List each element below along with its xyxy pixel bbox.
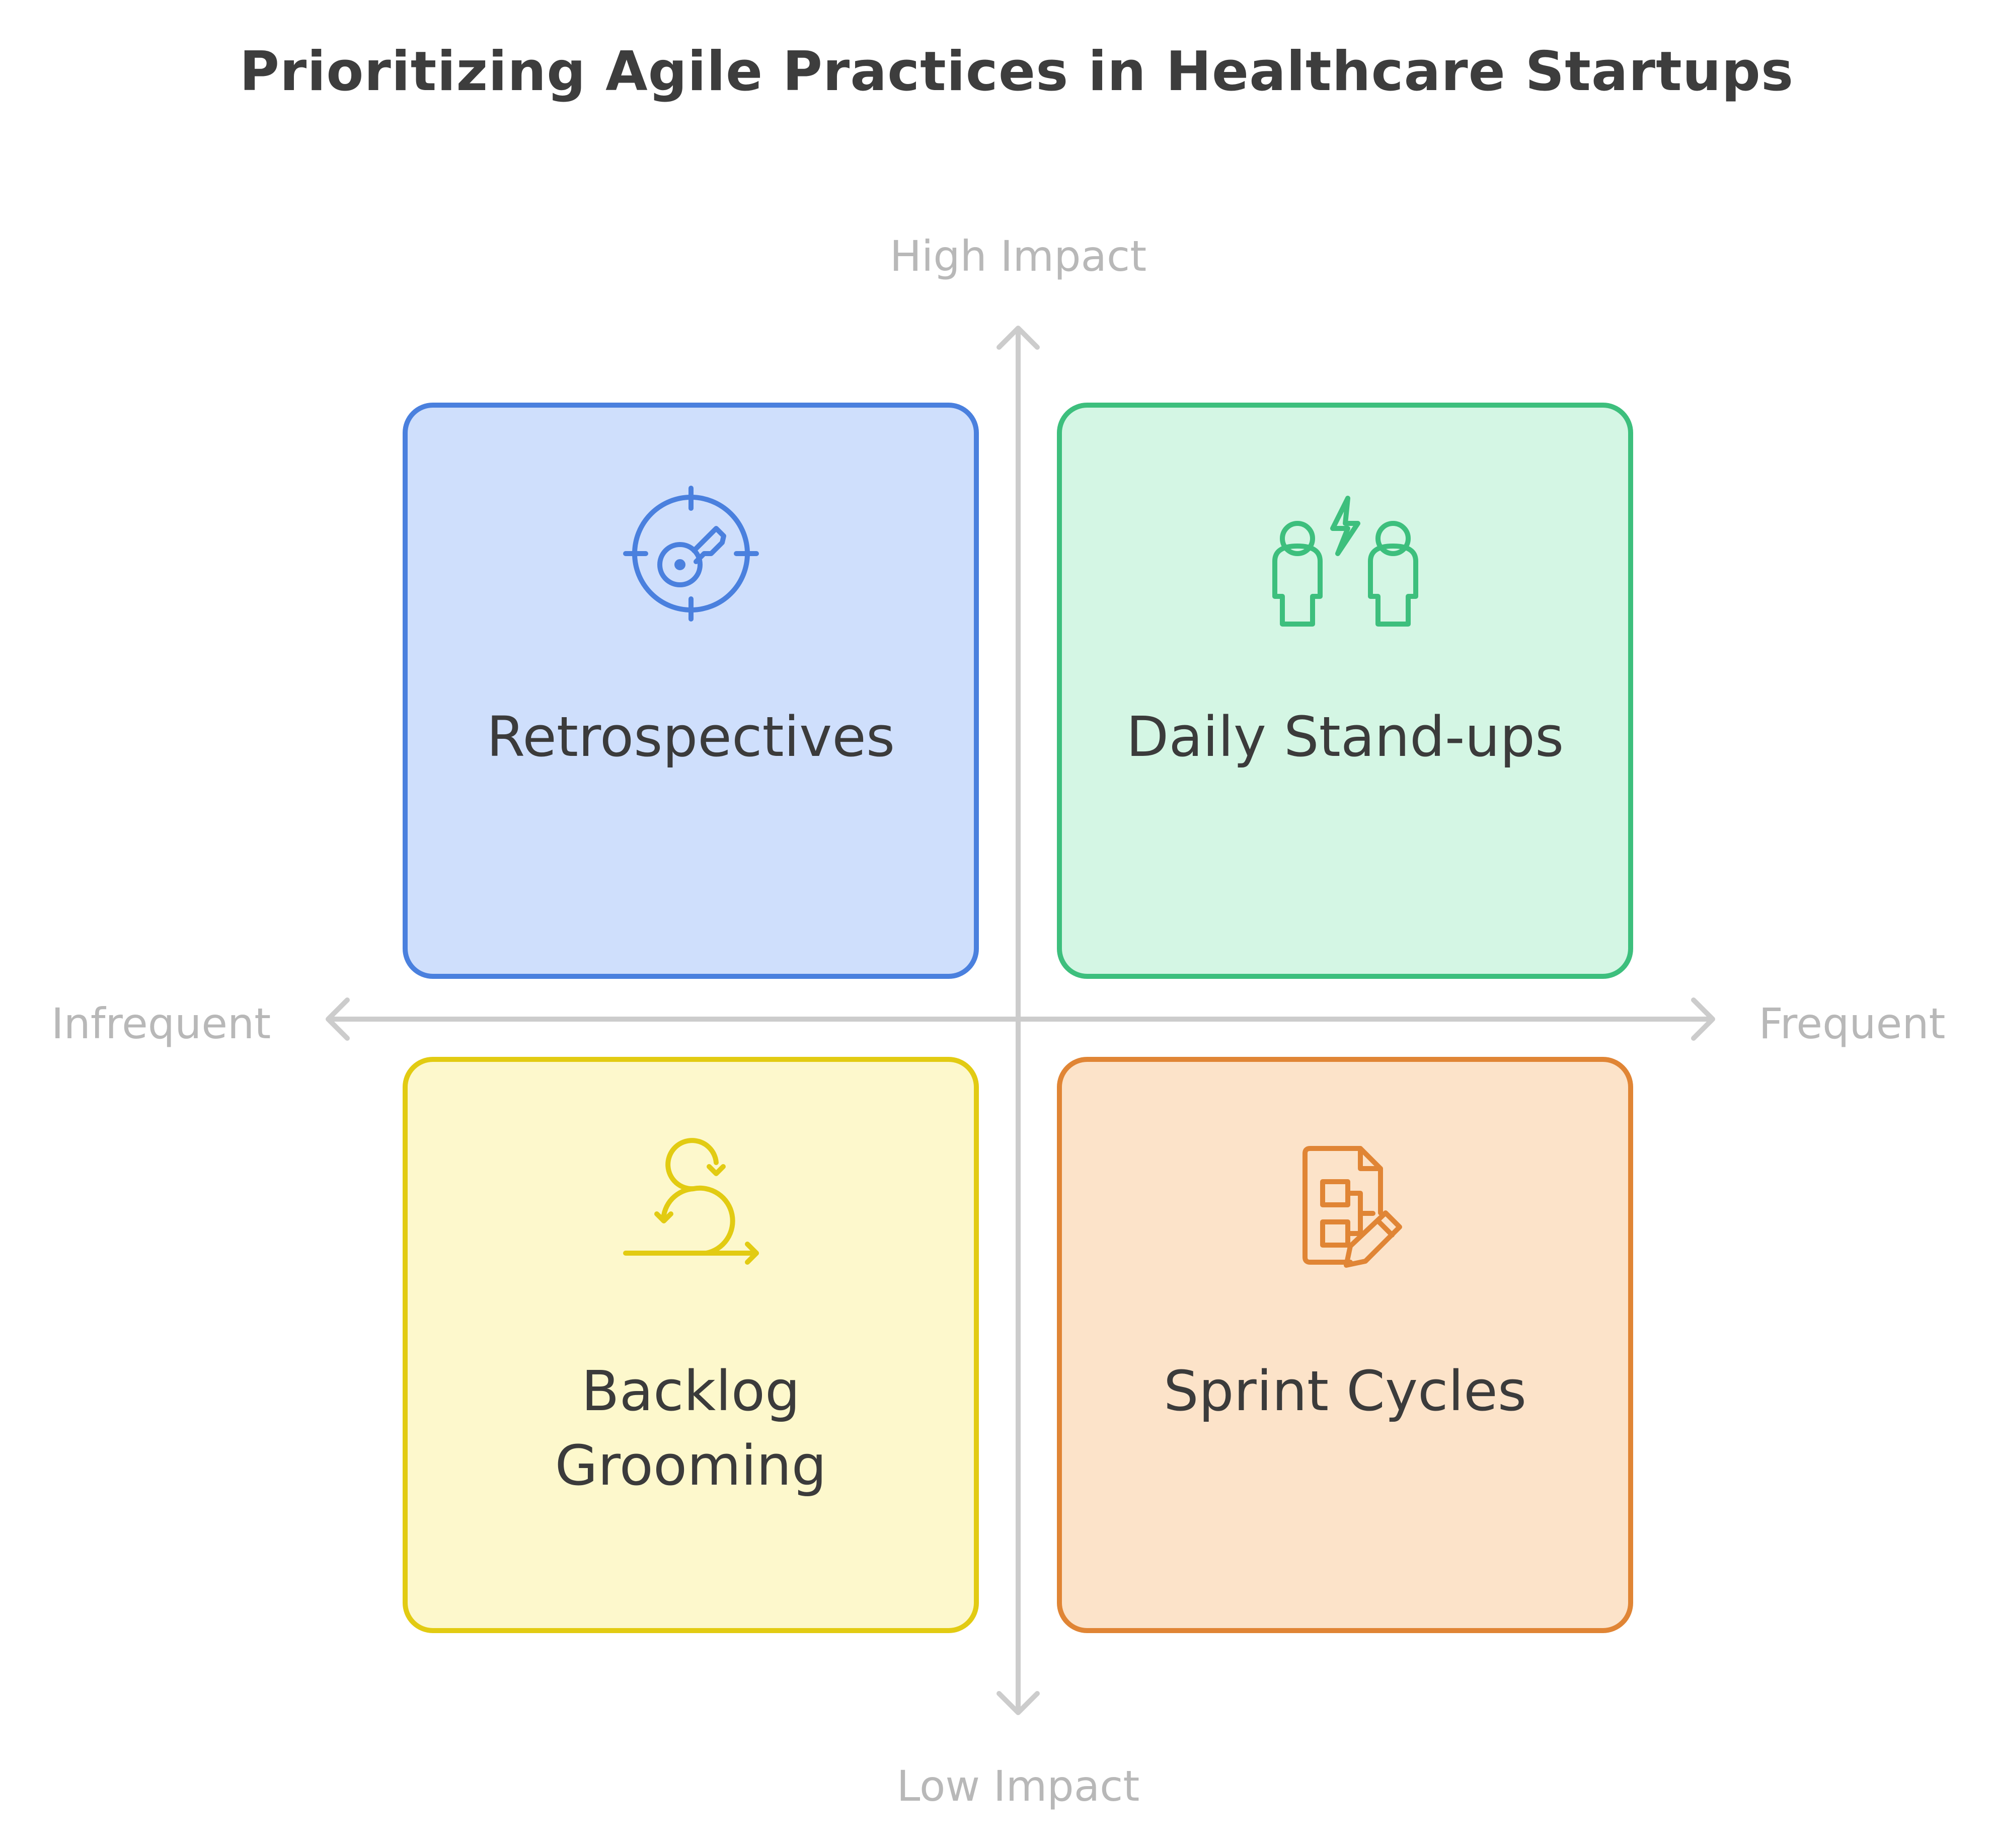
backlog-label-line-1: Backlog [581, 1359, 800, 1423]
axis-label-infrequent: Infrequent [51, 999, 271, 1048]
quadrant-backlog-grooming: Backlog Grooming [403, 1057, 979, 1633]
vertical-axis-bottom-arrowhead [997, 1691, 1040, 1715]
loop-arrow-icon [408, 1132, 974, 1283]
backlog-label-line-2: Grooming [555, 1433, 827, 1498]
quadrant-daily-stand-ups: Daily Stand-ups [1057, 403, 1633, 979]
vertical-axis-top-arrowhead [997, 326, 1040, 350]
diagram-title: Prioritizing Agile Practices in Healthca… [239, 40, 1794, 103]
axis-label-frequent: Frequent [1758, 999, 1946, 1048]
quadrant-label-sprint-cycles: Sprint Cycles [1163, 1359, 1527, 1423]
axis-label-low-impact: Low Impact [896, 1761, 1140, 1811]
document-flow-pencil-icon [1062, 1132, 1628, 1283]
axis-label-high-impact: High Impact [889, 232, 1147, 281]
horizontal-axis-right-arrowhead [1691, 997, 1715, 1041]
quadrant-label-retrospectives: Retrospectives [486, 705, 895, 769]
target-key-icon [408, 478, 974, 629]
quadrant-sprint-cycles: Sprint Cycles [1057, 1057, 1633, 1633]
quadrant-retrospectives: Retrospectives [403, 403, 979, 979]
horizontal-axis-left-arrowhead [326, 997, 350, 1041]
quadrant-label-daily-stand-ups: Daily Stand-ups [1126, 705, 1564, 769]
quadrant-label-backlog-grooming: Backlog Grooming [408, 1354, 974, 1503]
people-lightning-icon [1062, 478, 1628, 629]
